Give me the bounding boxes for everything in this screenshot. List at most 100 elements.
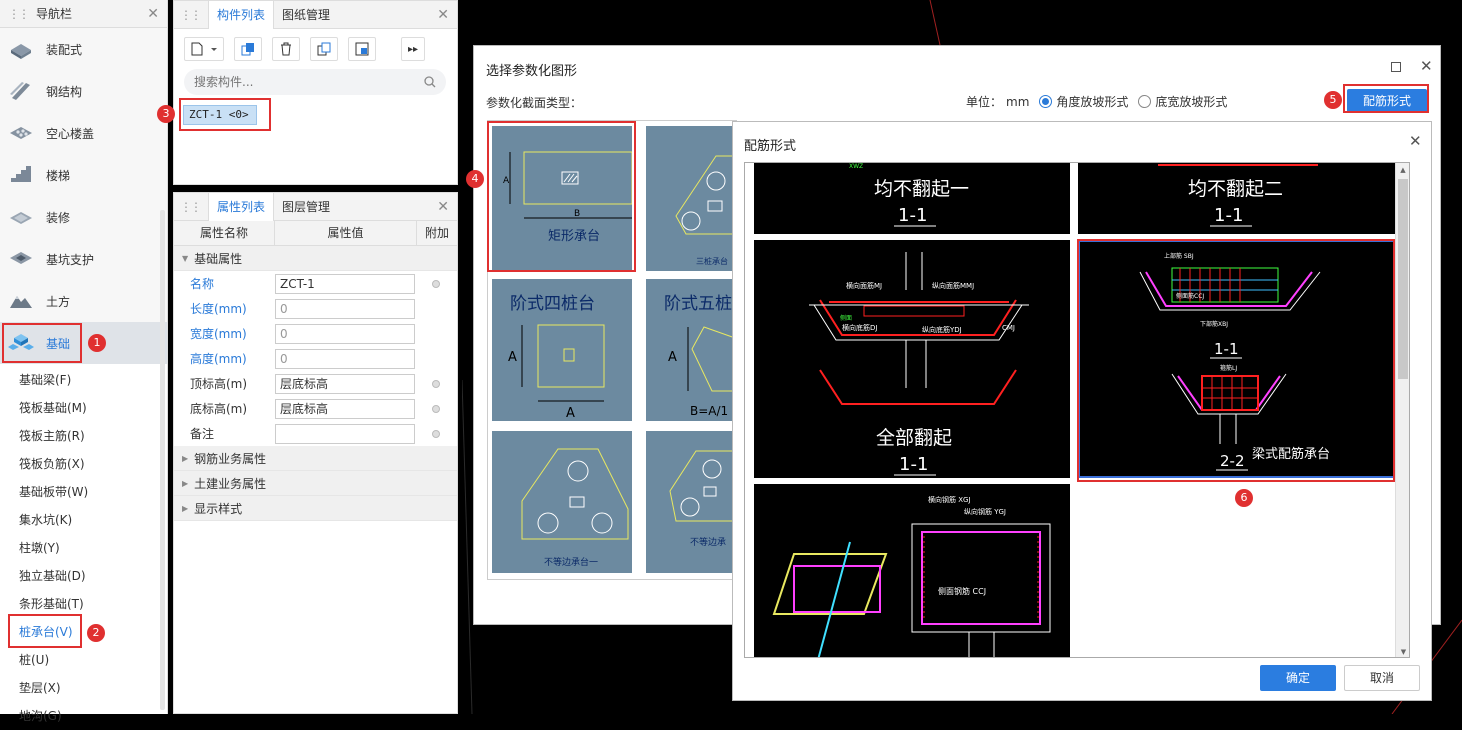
svg-text:下部筋XBJ: 下部筋XBJ xyxy=(1200,320,1228,328)
ok-button[interactable]: 确定 xyxy=(1260,665,1336,691)
subtype-item[interactable]: 筏板基础(M) xyxy=(19,401,87,415)
nav-item-pit-support[interactable]: 基坑支护 xyxy=(0,238,167,280)
preview-scrollbar[interactable]: ▲ ▼ xyxy=(1395,163,1409,657)
tab-property-list[interactable]: 属性列表 xyxy=(208,192,275,221)
svg-text:A: A xyxy=(668,350,677,365)
rebar-card-none-up-1[interactable]: XWZ 均不翻起一 1-1 xyxy=(754,163,1070,234)
scrollbar-thumb[interactable] xyxy=(1398,179,1408,379)
drag-handle-icon[interactable]: ⋮⋮ xyxy=(180,7,202,22)
component-search[interactable] xyxy=(184,69,446,95)
scroll-down-arrow-icon[interactable]: ▼ xyxy=(1400,648,1407,656)
new-component-button[interactable] xyxy=(184,37,224,61)
property-value-field[interactable]: ZCT-1 xyxy=(275,273,415,294)
subtype-item[interactable]: 集水坑(K) xyxy=(19,513,73,527)
step-badge-3: 3 xyxy=(157,105,175,123)
property-group-rebar[interactable]: ▶钢筋业务属性 xyxy=(174,446,457,471)
svg-text:1-1: 1-1 xyxy=(1214,340,1239,358)
property-group-basic[interactable]: ▼基础属性 xyxy=(174,246,457,271)
subtype-item[interactable]: 基础梁(F) xyxy=(19,373,72,387)
nav-item-label: 基础 xyxy=(46,336,71,351)
thumbnail-unequal-cap[interactable]: 不等边承 xyxy=(646,431,736,573)
close-icon[interactable]: ✕ xyxy=(437,6,449,23)
close-icon[interactable]: ✕ xyxy=(1409,132,1422,150)
nav-item-stairs[interactable]: 楼梯 xyxy=(0,154,167,196)
radio-label: 角度放坡形式 xyxy=(1056,95,1129,109)
nav-item-earthwork[interactable]: 土方 xyxy=(0,280,167,322)
expand-triangle-icon: ▶ xyxy=(182,503,189,513)
thumbnail-four-pile-step[interactable]: 阶式四桩台 A A xyxy=(492,279,632,421)
property-group-display[interactable]: ▶显示样式 xyxy=(174,496,457,521)
nav-item-decoration[interactable]: 装修 xyxy=(0,196,167,238)
component-item-selected[interactable]: ZCT-1 <0> xyxy=(183,105,257,125)
import-button[interactable] xyxy=(348,37,376,61)
more-tools-button[interactable]: ▸▸ xyxy=(401,37,425,61)
property-group-civil[interactable]: ▶土建业务属性 xyxy=(174,471,457,496)
close-icon[interactable]: ✕ xyxy=(437,198,449,215)
rebar-form-button[interactable]: 配筋形式 xyxy=(1347,89,1427,113)
rebar-card-none-up-2[interactable]: 均不翻起二 1-1 xyxy=(1078,163,1396,234)
highlight-box-rebar-button xyxy=(1343,84,1429,113)
svg-text:2-2: 2-2 xyxy=(1220,452,1245,470)
thumbnail-five-pile-step[interactable]: 阶式五桩 A B=A/1 xyxy=(646,279,736,421)
drag-handle-icon[interactable]: ⋮⋮ xyxy=(8,6,30,21)
attach-checkbox[interactable] xyxy=(432,279,440,288)
subtype-item[interactable]: 基础板带(W) xyxy=(19,485,89,499)
subtype-item[interactable]: 筏板负筋(X) xyxy=(19,457,85,471)
tab-drawing-management[interactable]: 图纸管理 xyxy=(282,7,331,22)
three-pile-drawing: 三桩承台 xyxy=(675,155,736,266)
thumbnail-unequal-cap-1[interactable]: 不等边承台一 xyxy=(492,431,632,573)
attach-checkbox[interactable] xyxy=(432,379,440,388)
radio-angle-slope[interactable] xyxy=(1039,95,1053,108)
nav-item-prefab[interactable]: 装配式 xyxy=(0,28,167,70)
nav-item-steel[interactable]: 钢结构 xyxy=(0,70,167,112)
tab-component-list[interactable]: 构件列表 xyxy=(208,0,275,29)
search-input[interactable] xyxy=(194,75,424,89)
svg-text:A: A xyxy=(508,350,517,365)
property-row: 底标高(m)层底标高 xyxy=(174,396,457,421)
scroll-up-arrow-icon[interactable]: ▲ xyxy=(1400,166,1406,174)
svg-text:箍筋LJ: 箍筋LJ xyxy=(1220,364,1237,372)
property-name: 长度(mm) xyxy=(190,302,247,316)
property-row: 顶标高(m)层底标高 xyxy=(174,371,457,396)
thumbnail-rect-cap[interactable]: A B 矩形承台 xyxy=(492,126,632,271)
radio-dot xyxy=(1042,98,1050,105)
property-value-field[interactable]: 0 xyxy=(275,348,415,369)
subtype-item[interactable]: 柱墩(Y) xyxy=(19,541,60,555)
unit-label: 单位： xyxy=(966,95,1003,109)
rebar-card-all-up[interactable]: 横向面筋MJ 纵向面筋MMJ 横向底筋DJ 纵向底筋YDJ 侧面 CMJ 全部翻… xyxy=(754,240,1070,478)
rebar-card-grid[interactable]: 横向钢筋 XGJ 纵向钢筋 YGJ 侧面钢筋 CCJ xyxy=(754,484,1070,657)
subtype-item-pile-cap[interactable]: 桩承台(V) xyxy=(19,625,73,639)
tab-layer-management[interactable]: 图层管理 xyxy=(282,199,331,214)
delete-button[interactable] xyxy=(272,37,300,61)
nav-item-hollow-floor[interactable]: 空心楼盖 xyxy=(0,112,167,154)
duplicate-button[interactable] xyxy=(310,37,338,61)
column-header: 属性值 xyxy=(275,221,417,245)
group-label: 基础属性 xyxy=(194,251,243,266)
close-icon[interactable]: ✕ xyxy=(147,5,159,22)
nav-item-foundation[interactable]: 基础 xyxy=(0,322,167,364)
copy-button[interactable] xyxy=(234,37,262,61)
drag-handle-icon[interactable]: ⋮⋮ xyxy=(180,199,202,214)
subtype-item[interactable]: 独立基础(D) xyxy=(19,569,86,583)
thumbnail-three-pile-cap[interactable]: 三桩承台 xyxy=(646,126,736,271)
property-value-field[interactable]: 层底标高 xyxy=(275,398,415,419)
cancel-button[interactable]: 取消 xyxy=(1344,665,1420,691)
attach-checkbox[interactable] xyxy=(432,404,440,413)
property-value-field[interactable]: 0 xyxy=(275,323,415,344)
close-icon[interactable]: ✕ xyxy=(1420,57,1433,75)
property-value-field[interactable] xyxy=(275,423,415,444)
search-icon[interactable] xyxy=(424,76,436,88)
scrollbar[interactable] xyxy=(160,210,165,710)
subtype-item[interactable]: 垫层(X) xyxy=(19,681,61,695)
subtype-item[interactable]: 条形基础(T) xyxy=(19,597,84,611)
subtype-item[interactable]: 筏板主筋(R) xyxy=(19,429,85,443)
property-value-field[interactable]: 0 xyxy=(275,298,415,319)
maximize-icon[interactable] xyxy=(1391,62,1401,72)
radio-bottom-width-slope[interactable] xyxy=(1138,95,1152,108)
attach-checkbox[interactable] xyxy=(432,429,440,438)
property-value-field[interactable]: 层底标高 xyxy=(275,373,415,394)
subtype-item[interactable]: 地沟(G) xyxy=(19,709,62,723)
subtype-item[interactable]: 桩(U) xyxy=(19,653,50,667)
nav-item-label: 楼梯 xyxy=(46,168,71,183)
